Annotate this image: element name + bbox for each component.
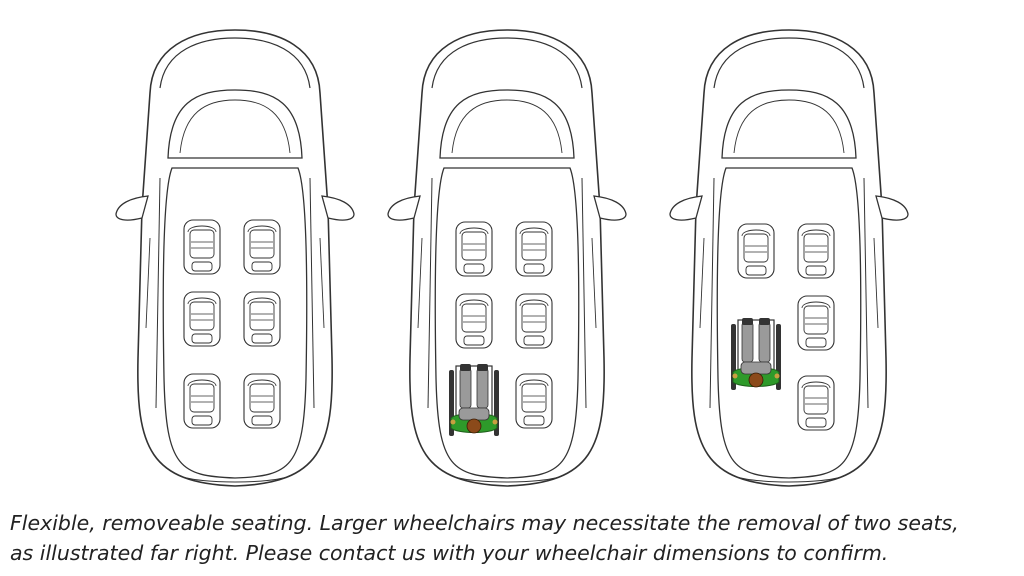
seat (515, 221, 553, 277)
seat (515, 293, 553, 349)
seat (515, 373, 553, 429)
vehicle-layout-diagram (115, 29, 909, 487)
seat (183, 291, 221, 347)
caption-line-2: as illustrated far right. Please contact… (10, 541, 889, 565)
seat (243, 219, 281, 275)
seat (797, 295, 835, 351)
seat (737, 223, 775, 279)
caption-line-1: Flexible, removeable seating. Larger whe… (10, 511, 959, 535)
seat (455, 293, 493, 349)
seat (183, 219, 221, 275)
seat (183, 373, 221, 429)
seat (455, 221, 493, 277)
vehicle-five-seats-one-wheelchair (387, 29, 627, 487)
seat (797, 223, 835, 279)
seat (797, 375, 835, 431)
vehicle-six-seats (115, 29, 355, 487)
seating-caption: Flexible, removeable seating. Larger whe… (10, 508, 1014, 568)
vehicle-four-seats-large-wheelchair (669, 29, 909, 487)
seat (243, 373, 281, 429)
seat (243, 291, 281, 347)
